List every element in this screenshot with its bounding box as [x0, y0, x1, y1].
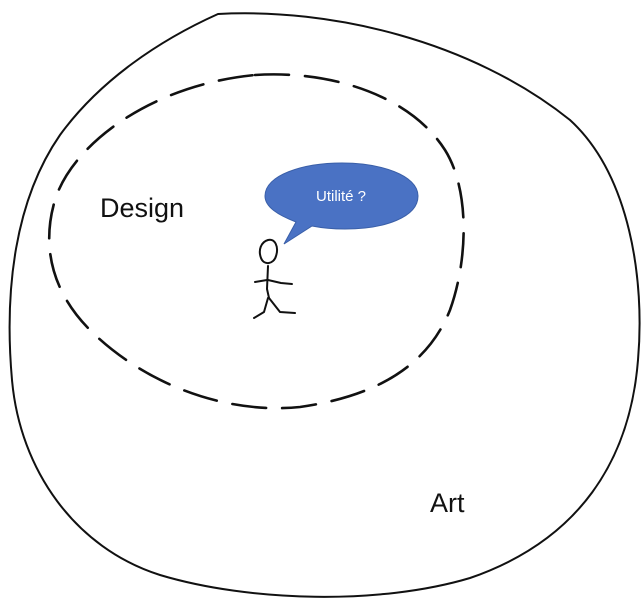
design-label: Design	[100, 193, 184, 223]
art-label: Art	[430, 488, 465, 518]
stick-figure-body	[267, 266, 269, 298]
speech-bubble-text: Utilité ?	[316, 188, 366, 205]
speech-bubble-icon: Utilité ?	[265, 163, 418, 244]
stick-figure-left-leg	[254, 298, 268, 318]
stick-figure-head	[260, 240, 277, 263]
stick-figure-icon	[254, 240, 295, 318]
stick-figure-right-leg	[269, 298, 295, 313]
art-region-outline	[10, 13, 640, 597]
design-region-outline	[49, 74, 463, 408]
stick-figure-right-arm	[268, 280, 292, 284]
stick-figure-left-arm	[255, 280, 267, 282]
